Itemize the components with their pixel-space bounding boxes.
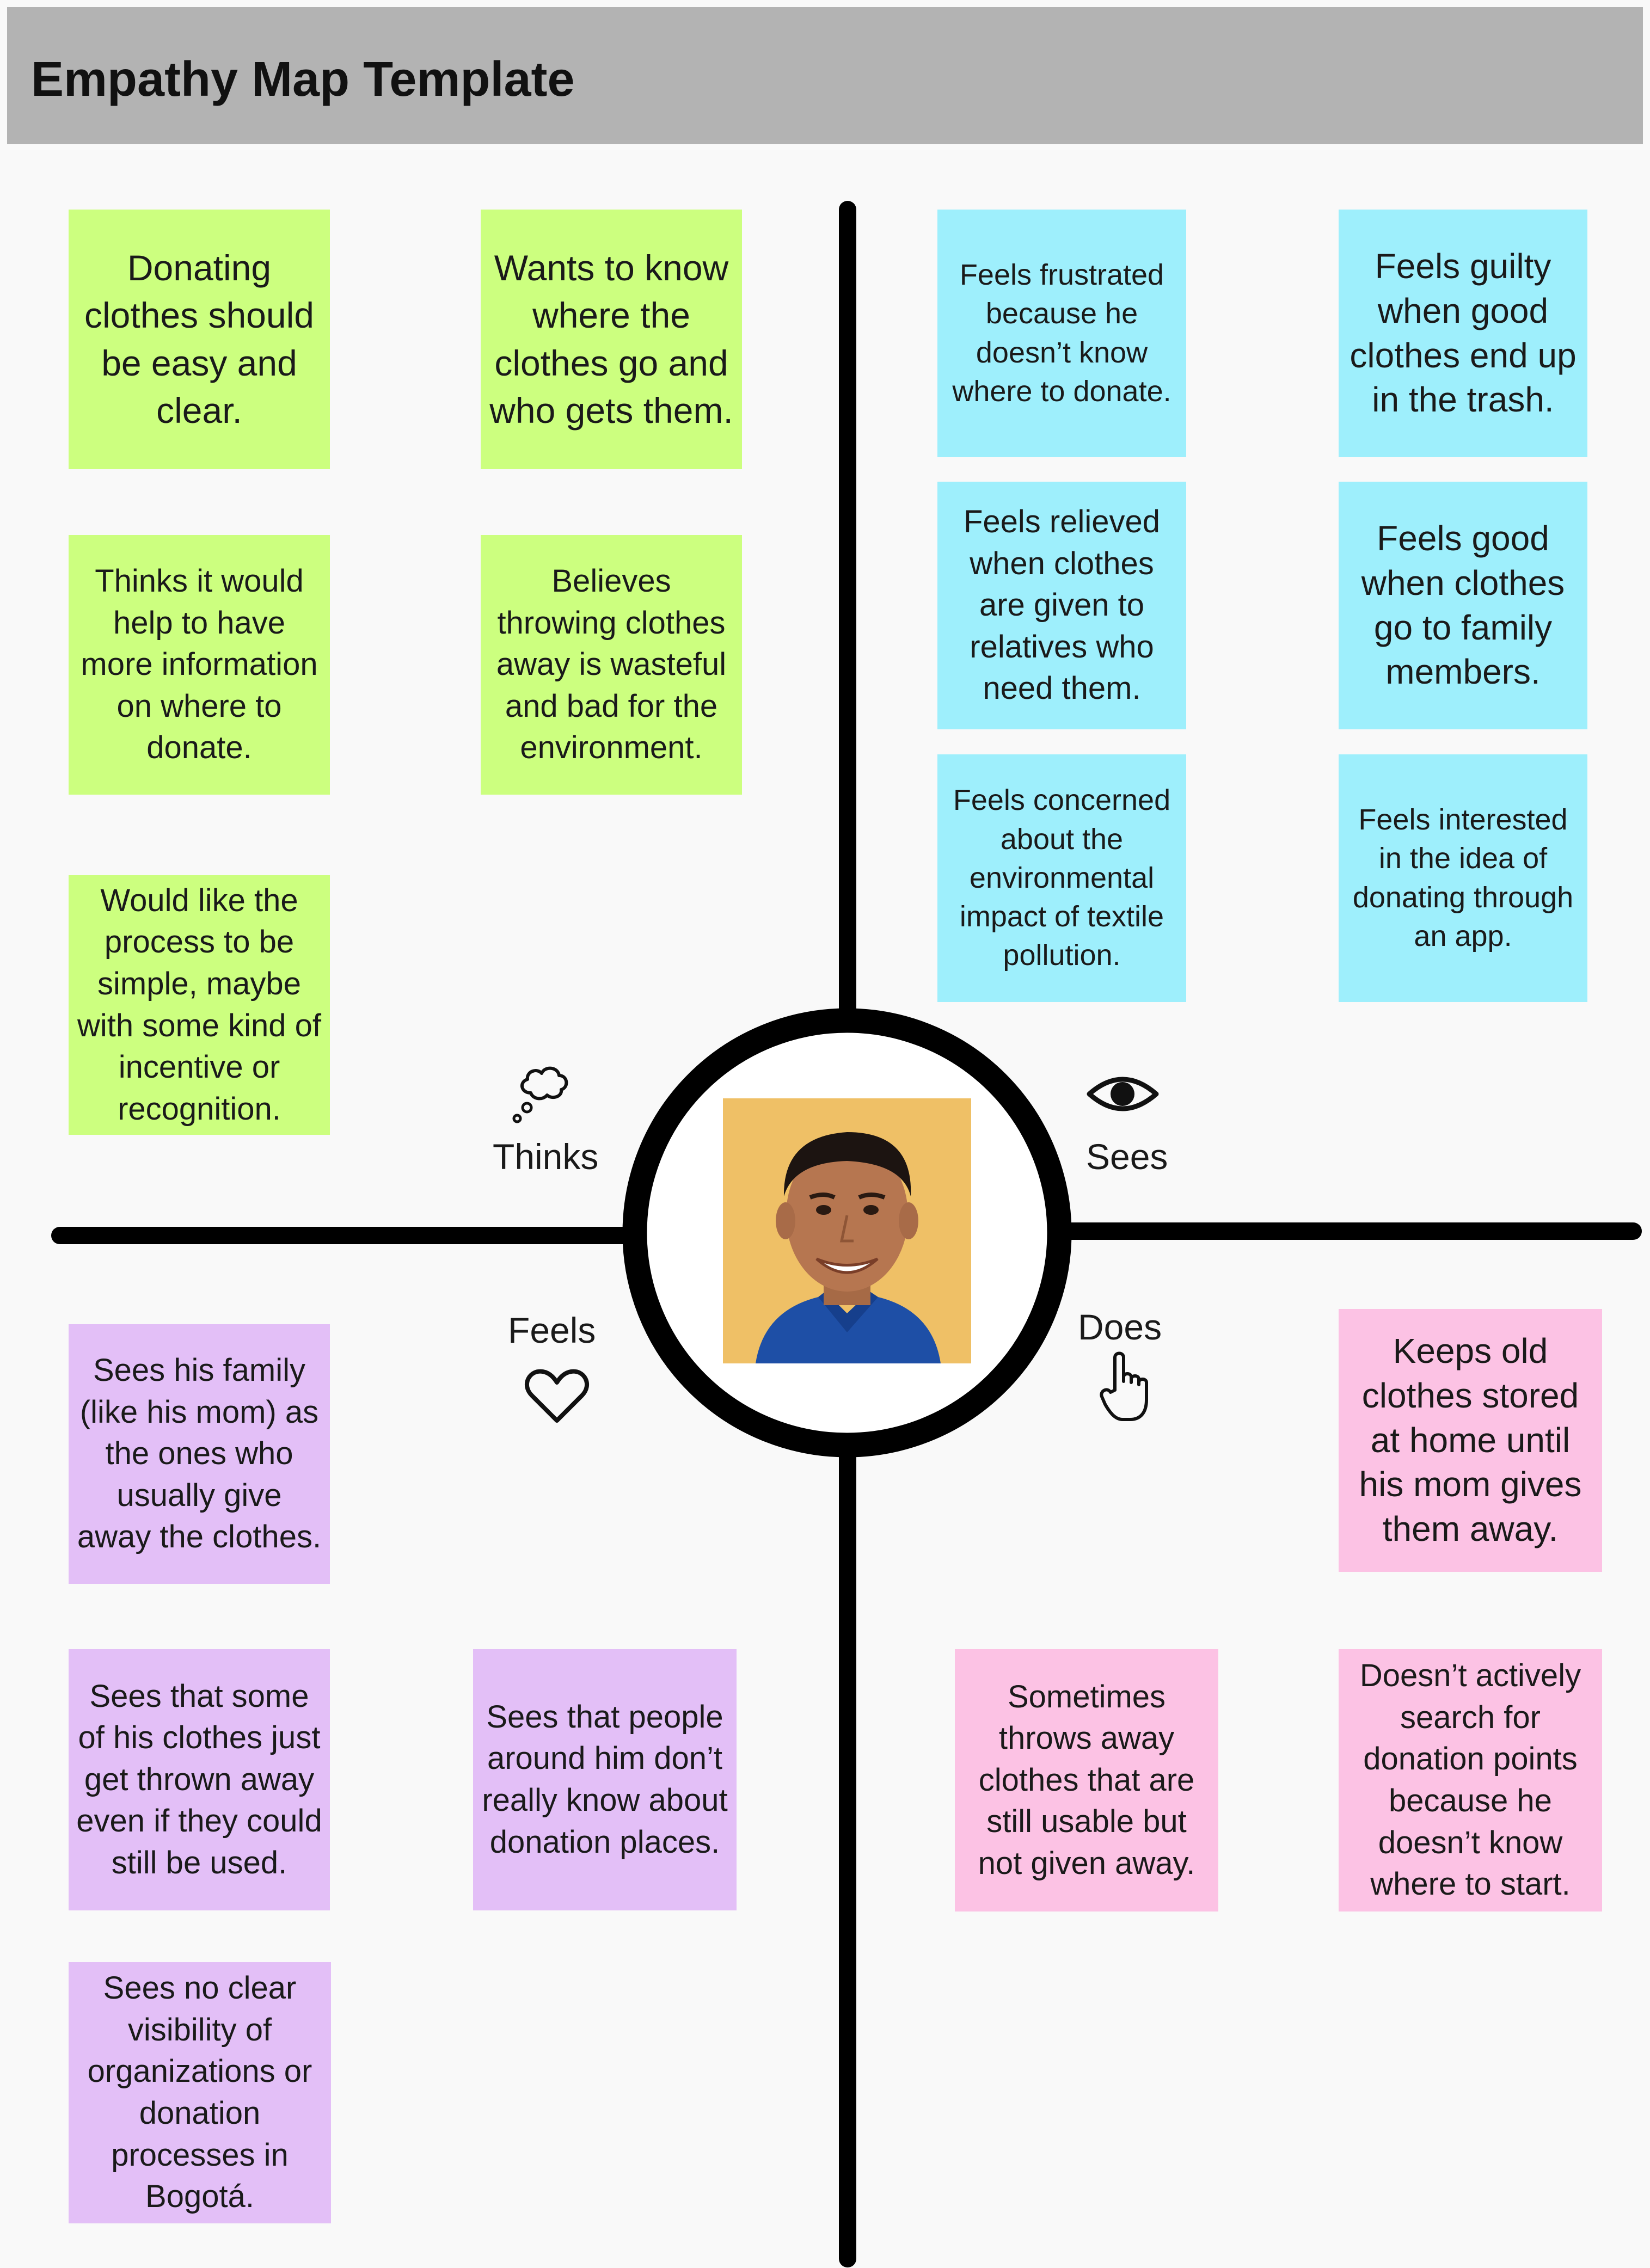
eye-icon [1087, 1077, 1159, 1111]
thinks-note-4: Believes throwing clothes away is wastef… [481, 535, 742, 795]
feels-note-6: Feels interested in the idea of donating… [1339, 754, 1587, 1002]
thinks-note-1: Donating clothes should be easy and clea… [69, 210, 330, 469]
header-bar [7, 7, 1643, 144]
feels-note-1: Feels frustrated because he doesn’t know… [937, 210, 1186, 457]
thinks-label: Thinks [493, 1136, 599, 1177]
page-title: Empathy Map Template [31, 52, 575, 107]
feels-label: Feels [508, 1310, 596, 1350]
sees-label: Sees [1086, 1136, 1168, 1177]
sees-note-2: Sees that some of his clothes just get t… [69, 1649, 330, 1910]
feels-note-3: Feels relieved when clothes are given to… [937, 482, 1186, 729]
feels-note-5: Feels concerned about the environmental … [937, 754, 1186, 1002]
thought-bubble-icon [512, 1066, 568, 1123]
thinks-note-2: Wants to know where the clothes go and w… [481, 210, 742, 469]
heart-icon [524, 1369, 590, 1423]
feels-note-2: Feels guilty when good clothes end up in… [1339, 210, 1587, 457]
sees-note-3: Sees that people around him don’t really… [473, 1649, 737, 1910]
feels-note-4: Feels good when clothes go to family mem… [1339, 482, 1587, 729]
thinks-note-3: Thinks it would help to have more inform… [69, 535, 330, 795]
does-label: Does [1078, 1307, 1162, 1347]
pointing-hand-icon [1100, 1351, 1148, 1421]
sees-note-4: Sees no clear visibility of organization… [69, 1962, 331, 2223]
sees-note-1: Sees his family (like his mom) as the on… [69, 1324, 330, 1584]
persona-avatar [723, 1098, 971, 1363]
does-note-3: Doesn’t actively search for donation poi… [1339, 1649, 1602, 1911]
does-note-1: Keeps old clothes stored at home until h… [1339, 1309, 1602, 1572]
does-note-2: Sometimes throws away clothes that are s… [955, 1649, 1218, 1911]
thinks-note-5: Would like the process to be simple, may… [69, 875, 330, 1135]
